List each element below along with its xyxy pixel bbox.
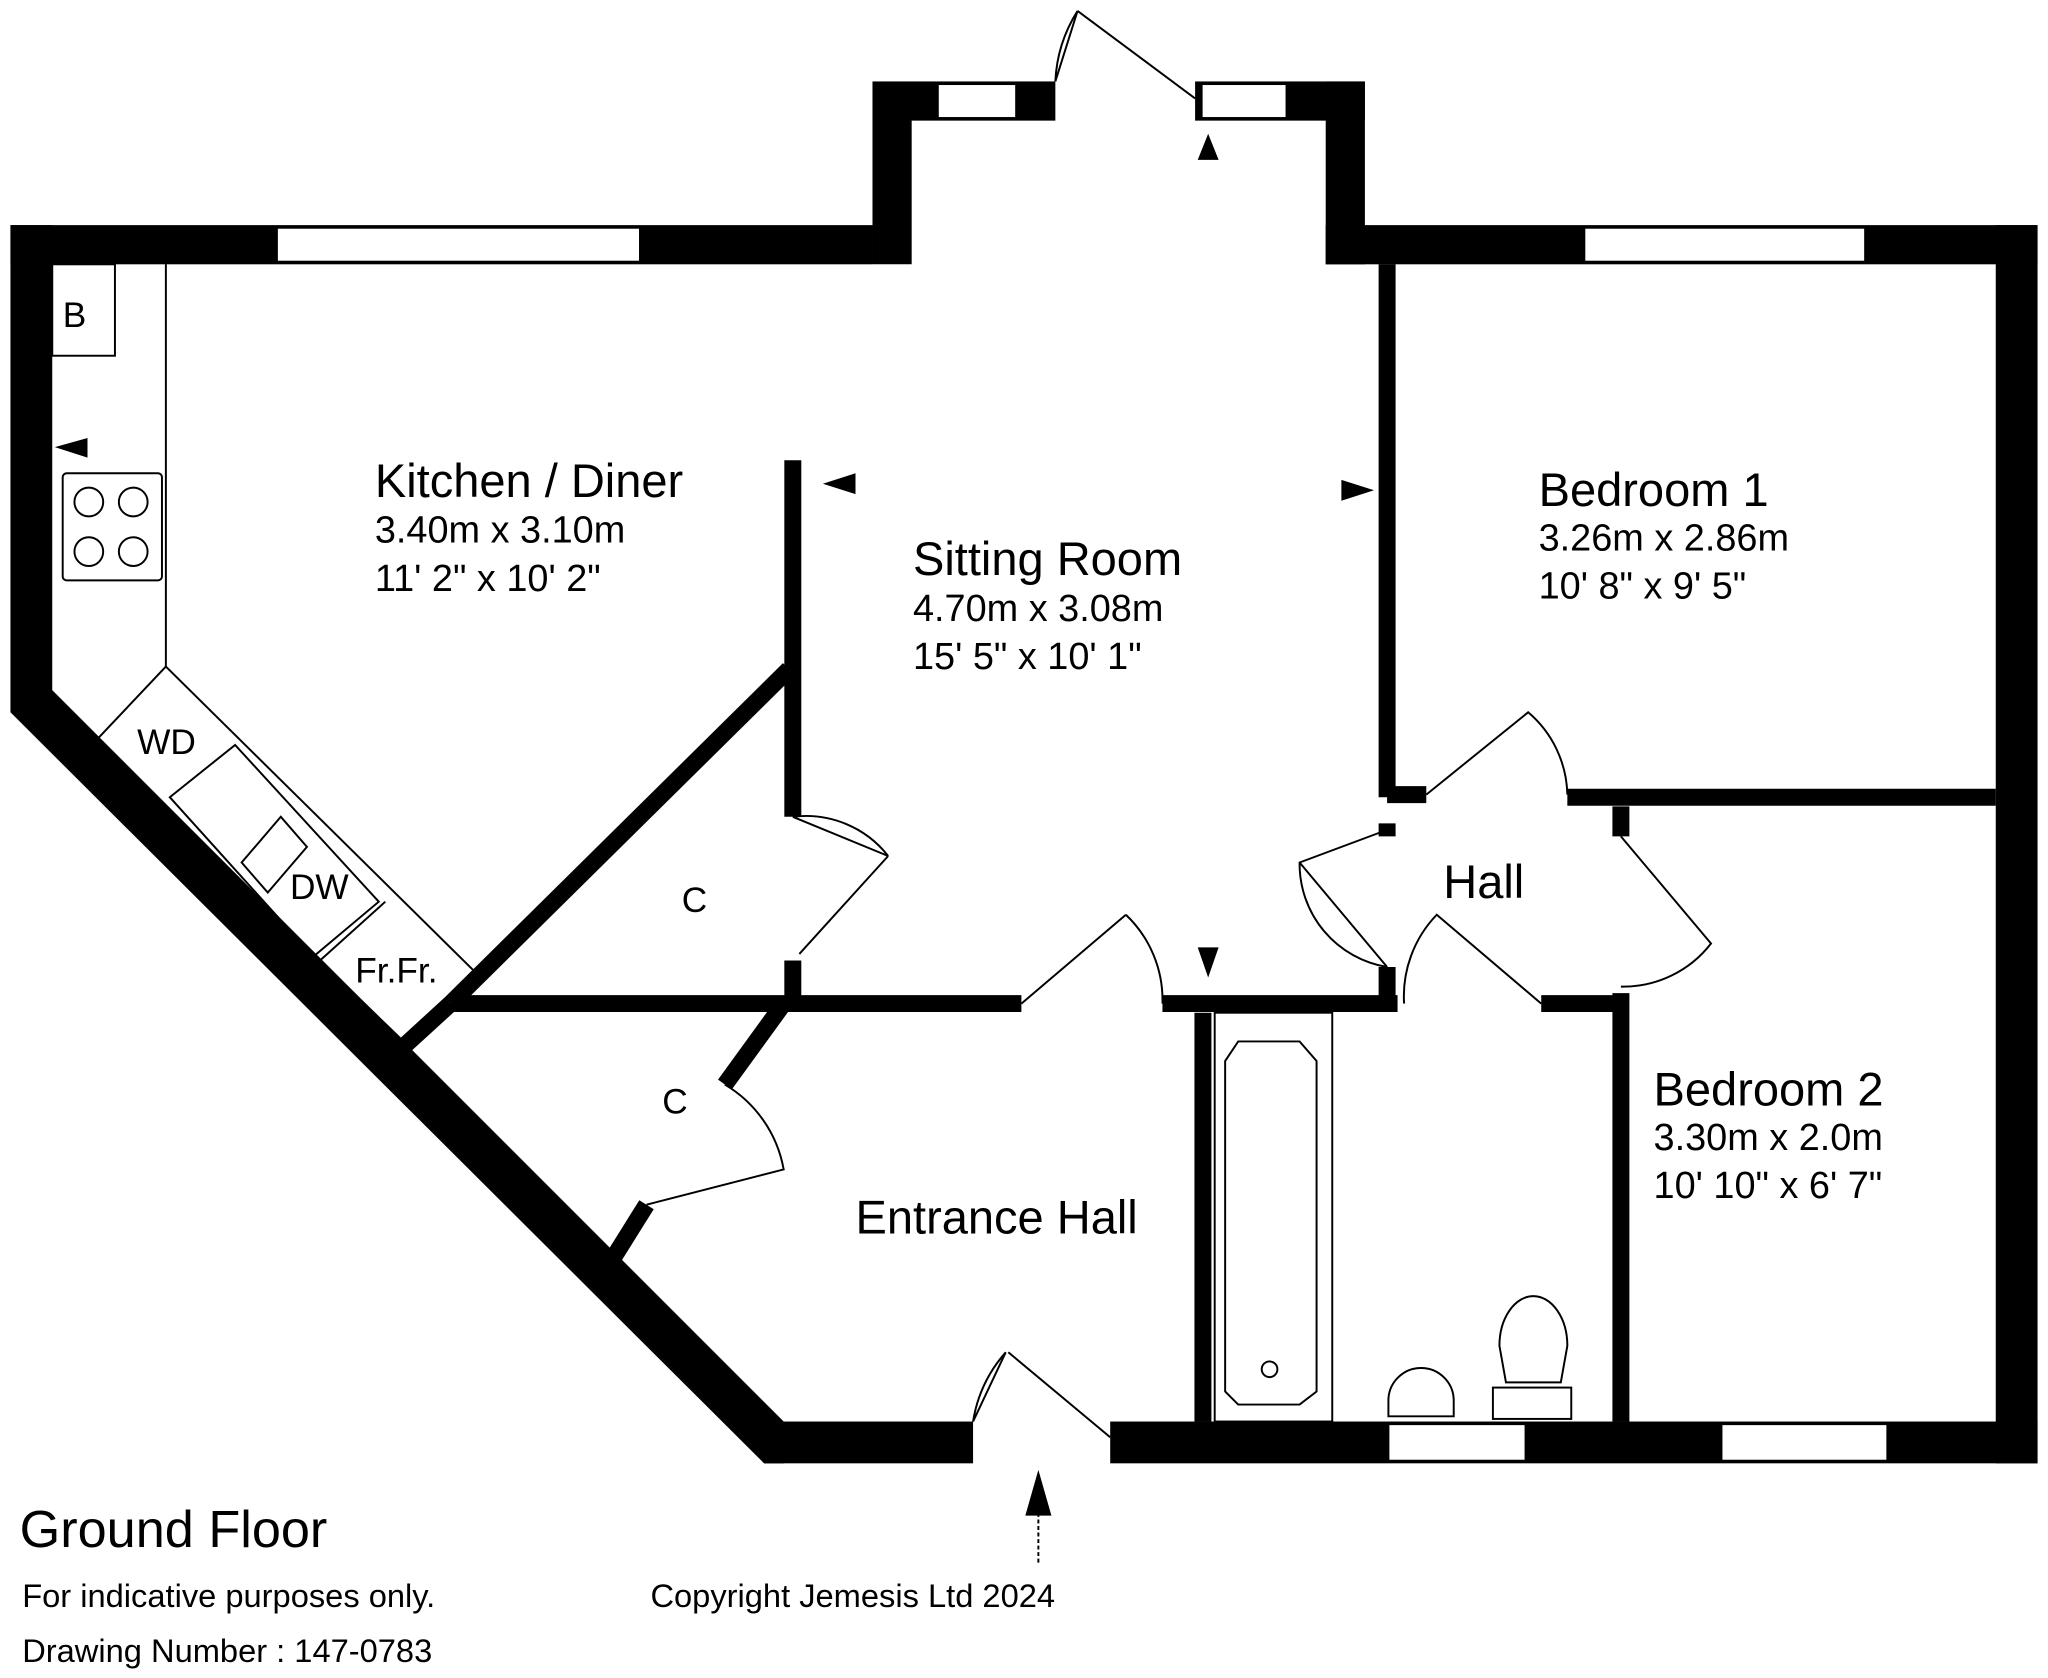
- arrow-icon: [54, 438, 88, 458]
- arrow-icon: [1197, 133, 1219, 160]
- cupboard-label: C: [682, 881, 707, 920]
- window: [1720, 1423, 1889, 1462]
- window: [275, 226, 641, 263]
- room-imperial: 15' 5" x 10' 1": [913, 636, 1142, 678]
- cupboard-label: C: [662, 1082, 687, 1121]
- window: [1583, 226, 1867, 263]
- room-metric: 3.30m x 2.0m: [1654, 1117, 1883, 1159]
- arrow-icon: [1197, 947, 1219, 978]
- boiler-box: [51, 263, 116, 357]
- bathroom-fittings: [1213, 1011, 1573, 1423]
- drawing-number: Drawing Number : 147-0783: [22, 1632, 432, 1669]
- room-sitting: Sitting Room 4.70m x 3.08m 15' 5" x 10' …: [913, 532, 1182, 678]
- arrow-icon: [822, 473, 856, 495]
- toilet-icon: [1498, 1295, 1569, 1384]
- arrow-icon: [1341, 479, 1375, 501]
- room-metric: 3.26m x 2.86m: [1539, 517, 1789, 559]
- floor-title: Ground Floor: [20, 1501, 328, 1559]
- arrows: [54, 133, 1375, 1566]
- interior-walls: [399, 264, 1996, 1422]
- room-name: Bedroom 2: [1654, 1062, 1884, 1115]
- room-name: Kitchen / Diner: [375, 454, 683, 507]
- room-bedroom2: Bedroom 2 3.30m x 2.0m 10' 10" x 6' 7": [1654, 1062, 1884, 1207]
- windows: [275, 83, 1889, 1462]
- room-imperial: 10' 10" x 6' 7": [1654, 1165, 1883, 1207]
- fridge-freezer-label: Fr.Fr.: [355, 952, 437, 991]
- dishwasher-label: DW: [290, 868, 349, 907]
- room-name: Bedroom 1: [1539, 463, 1769, 516]
- disclaimer: For indicative purposes only.: [22, 1577, 435, 1614]
- copyright: Copyright Jemesis Ltd 2024: [650, 1577, 1055, 1614]
- room-bedroom1: Bedroom 1 3.26m x 2.86m 10' 8" x 9' 5": [1539, 463, 1789, 608]
- room-kitchen: Kitchen / Diner 3.40m x 3.10m 11' 2" x 1…: [375, 454, 683, 600]
- room-imperial: 11' 2" x 10' 2": [375, 558, 601, 600]
- boiler-label: B: [63, 296, 87, 335]
- room-hall: Hall: [1443, 855, 1524, 908]
- washer-dryer-label: WD: [137, 723, 196, 762]
- outer-walls: [10, 81, 2038, 1464]
- entrance-arrow-icon: [1025, 1469, 1052, 1516]
- window: [1200, 83, 1288, 119]
- kitchen-fittings: [51, 263, 484, 1044]
- window: [1387, 1423, 1527, 1462]
- hob-icon: [61, 472, 163, 582]
- room-metric: 3.40m x 3.10m: [375, 510, 625, 552]
- room-name: Sitting Room: [913, 532, 1182, 585]
- window: [936, 83, 1018, 119]
- bath-icon: [1224, 1040, 1318, 1406]
- sink-icon: [168, 743, 381, 958]
- basin-icon: [1387, 1367, 1455, 1418]
- room-entrance-hall: Entrance Hall: [856, 1190, 1138, 1243]
- room-metric: 4.70m x 3.08m: [913, 588, 1163, 630]
- room-imperial: 10' 8" x 9' 5": [1539, 566, 1747, 608]
- doors: [646, 10, 1713, 1438]
